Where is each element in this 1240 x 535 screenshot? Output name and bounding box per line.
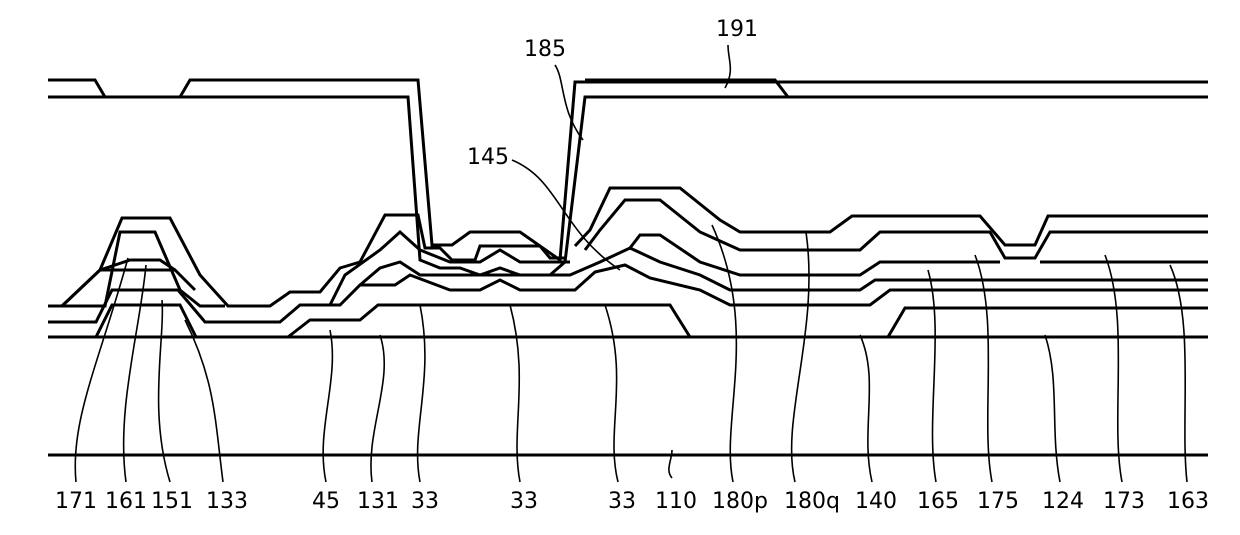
gate-line-124: [888, 308, 1208, 337]
pixel-electrode-191-left: [48, 80, 105, 97]
gate-line-131: [288, 305, 690, 337]
gate-line-133: [96, 305, 196, 337]
label-45: 45: [312, 489, 340, 514]
gate-insulator-140: [48, 265, 1208, 322]
semiconductor-154: [360, 248, 1208, 290]
top-labels: 191 185 145: [467, 17, 758, 170]
label-151: 151: [151, 489, 193, 514]
label-185: 185: [524, 37, 566, 62]
bottom-labels: 171 161 151 133 45 131 33 33 33 110 180p…: [55, 489, 1209, 514]
label-33-c: 33: [608, 489, 636, 514]
label-140: 140: [855, 489, 897, 514]
label-110: 110: [655, 489, 697, 514]
label-161: 161: [105, 489, 147, 514]
label-133: 133: [206, 489, 248, 514]
label-180p: 180p: [712, 489, 768, 514]
label-165: 165: [917, 489, 959, 514]
label-33-b: 33: [510, 489, 538, 514]
drain-electrode-175: [585, 200, 1208, 258]
label-180q: 180q: [784, 489, 840, 514]
leader-lines: [75, 45, 1187, 482]
label-145: 145: [467, 145, 509, 170]
passivation-180p-right: [575, 188, 1208, 246]
label-131: 131: [357, 489, 399, 514]
label-163: 163: [1167, 489, 1209, 514]
label-175: 175: [977, 489, 1019, 514]
label-171: 171: [55, 489, 97, 514]
label-124: 124: [1042, 489, 1084, 514]
label-173: 173: [1103, 489, 1145, 514]
label-33-a: 33: [411, 489, 439, 514]
label-191: 191: [716, 17, 758, 42]
